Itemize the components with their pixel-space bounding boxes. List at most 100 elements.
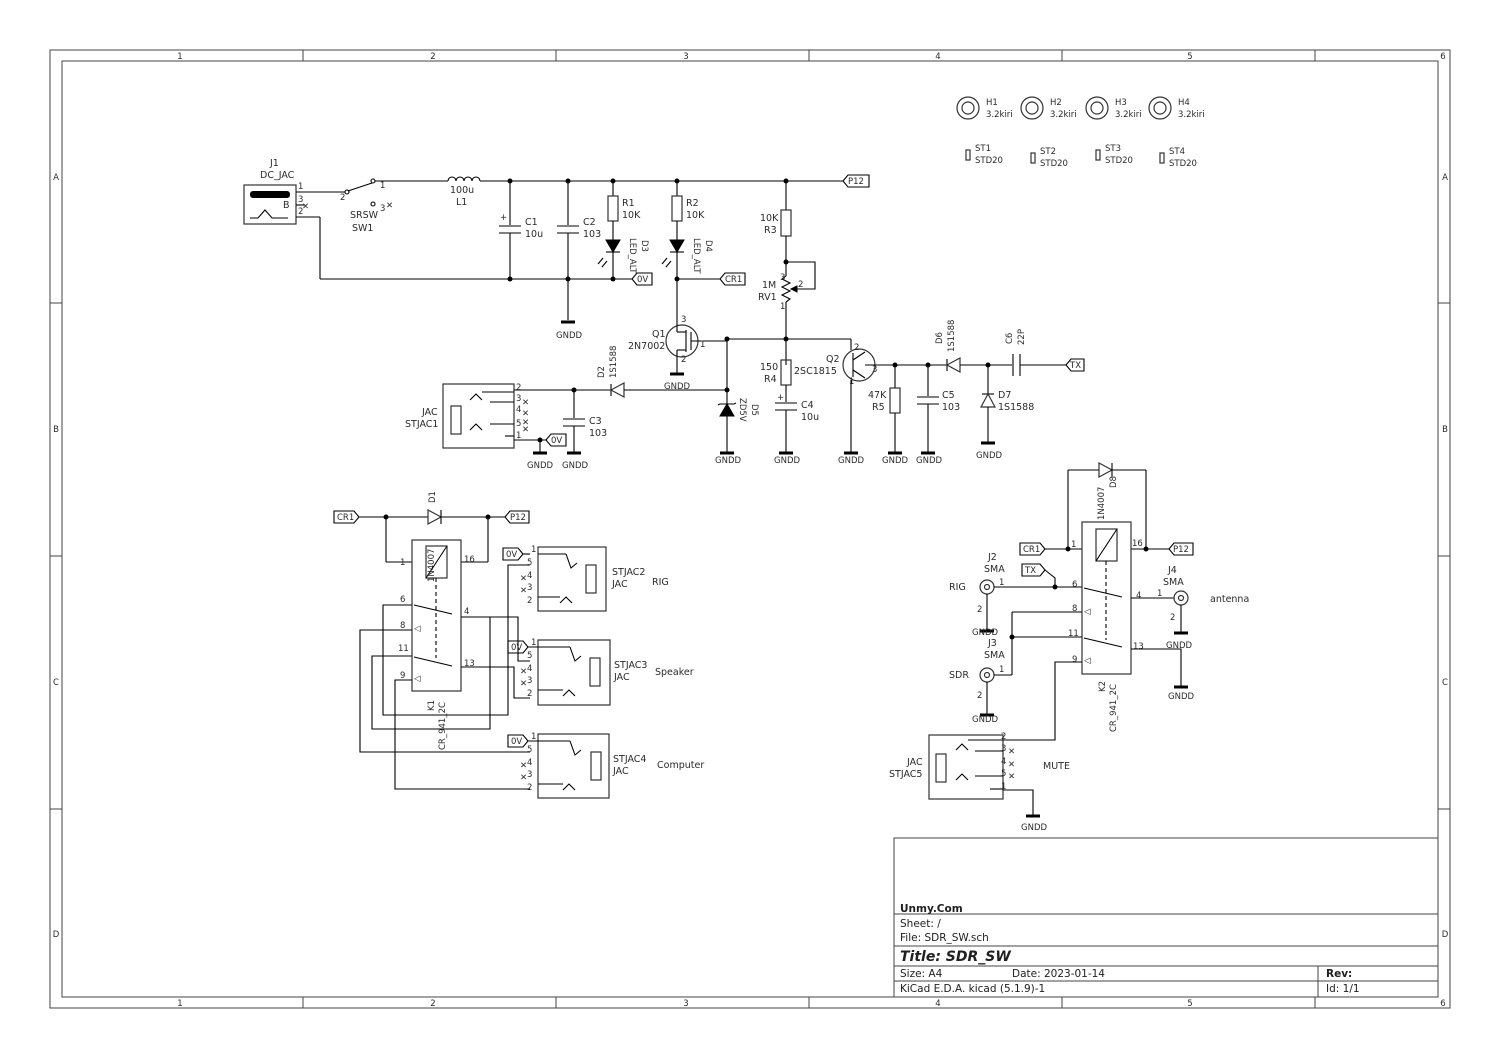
svg-text:4: 4 xyxy=(527,758,532,768)
svg-text:P12: P12 xyxy=(848,177,864,187)
svg-text:2: 2 xyxy=(977,605,982,615)
net-label-0v-top: 0V xyxy=(631,272,653,286)
svg-text:1: 1 xyxy=(780,302,785,312)
inductor-l1: 100u L1 xyxy=(447,176,481,208)
svg-text:1: 1 xyxy=(1157,589,1162,599)
svg-text:STD20: STD20 xyxy=(975,156,1003,166)
svg-text:GNDD: GNDD xyxy=(562,461,588,471)
svg-text:1: 1 xyxy=(1001,782,1006,792)
net-label-0v-stjac4: 0V xyxy=(507,734,529,748)
sheet-label: Sheet: / xyxy=(900,918,941,930)
svg-text:4: 4 xyxy=(1136,591,1141,601)
svg-text:100u: 100u xyxy=(450,185,474,196)
svg-text:Q2: Q2 xyxy=(826,354,840,365)
svg-text:GNDD: GNDD xyxy=(972,628,998,638)
svg-text:0V: 0V xyxy=(511,737,522,747)
svg-text:10K: 10K xyxy=(760,213,779,224)
net-label-cr1-k1: CR1 xyxy=(333,510,360,524)
hole-h3: H33.2kiri xyxy=(1085,96,1142,120)
svg-text:4: 4 xyxy=(516,405,521,415)
capacitor-c3: C3 103 GNDD xyxy=(562,387,607,471)
svg-text:SDR: SDR xyxy=(949,670,969,681)
svg-text:2: 2 xyxy=(516,383,521,393)
net-label-0v-stjac3: 0V xyxy=(507,640,529,654)
svg-text:D6: D6 xyxy=(935,332,945,344)
svg-text:1: 1 xyxy=(516,431,521,441)
date-label: Date: 2023-01-14 xyxy=(1012,968,1105,980)
svg-text:2: 2 xyxy=(798,280,803,290)
capacitor-c5: C5 103 GNDD xyxy=(916,365,960,466)
svg-text:GNDD: GNDD xyxy=(976,451,1002,461)
svg-text:3: 3 xyxy=(380,204,385,214)
svg-text:STJAC5: STJAC5 xyxy=(889,769,922,780)
resistor-r1: R1 10K xyxy=(607,178,641,240)
net-label-p12-k1: P12 xyxy=(504,510,530,524)
svg-text:GNDD: GNDD xyxy=(1021,823,1047,833)
svg-text:RIG: RIG xyxy=(652,577,669,588)
svg-text:4: 4 xyxy=(527,571,532,581)
svg-text:1: 1 xyxy=(849,377,854,387)
svg-text:3: 3 xyxy=(527,583,532,593)
svg-text:+: + xyxy=(777,393,784,403)
svg-text:ST3: ST3 xyxy=(1105,144,1121,154)
sma-connector-j4: J4 SMA antenna 12 GNDD xyxy=(1131,565,1249,651)
svg-text:antenna: antenna xyxy=(1210,594,1249,605)
svg-text:ZD5V: ZD5V xyxy=(737,398,747,422)
net-label-0v-stjac2: 0V xyxy=(502,547,524,561)
svg-text:D7: D7 xyxy=(998,390,1011,401)
svg-text:H2: H2 xyxy=(1050,98,1062,108)
row-label-b-right: B xyxy=(1442,425,1448,435)
size-label: Size: A4 xyxy=(900,968,943,980)
svg-text:1M: 1M xyxy=(762,280,776,291)
svg-text:D4: D4 xyxy=(703,240,713,252)
svg-text:ST1: ST1 xyxy=(975,144,991,154)
svg-text:C4: C4 xyxy=(801,400,814,411)
svg-text:STJAC4: STJAC4 xyxy=(613,754,646,765)
svg-text:2: 2 xyxy=(1001,732,1006,742)
svg-text:2: 2 xyxy=(681,355,686,365)
svg-text:✕: ✕ xyxy=(386,201,393,211)
capacitor-c4: + C4 10u GNDD xyxy=(774,393,819,466)
svg-text:13: 13 xyxy=(464,659,475,669)
id-label: Id: 1/1 xyxy=(1326,983,1360,995)
svg-text:TX: TX xyxy=(1024,566,1036,576)
svg-text:1: 1 xyxy=(700,340,705,350)
col-label-1-bottom: 1 xyxy=(177,999,182,1009)
svg-text:STJAC1: STJAC1 xyxy=(405,419,438,430)
svg-text:D1: D1 xyxy=(428,491,438,503)
svg-text:Q1: Q1 xyxy=(652,329,666,340)
svg-text:1S1588: 1S1588 xyxy=(609,346,619,378)
svg-text:D8: D8 xyxy=(1109,476,1119,488)
svg-text:2: 2 xyxy=(527,689,532,699)
svg-text:✕: ✕ xyxy=(520,761,527,771)
svg-text:2: 2 xyxy=(527,783,532,793)
col-label-1: 1 xyxy=(177,52,182,62)
svg-text:MUTE: MUTE xyxy=(1043,761,1070,772)
svg-text:1S1588: 1S1588 xyxy=(998,402,1034,413)
net-label-cr1-top: CR1 xyxy=(719,272,746,286)
svg-text:2N7002: 2N7002 xyxy=(628,341,665,352)
svg-text:GNDD: GNDD xyxy=(1168,692,1194,702)
svg-text:1N4007: 1N4007 xyxy=(427,549,437,582)
svg-text:1: 1 xyxy=(298,182,303,192)
svg-text:STJAC2: STJAC2 xyxy=(612,567,645,578)
resistor-r3: 10K R3 xyxy=(760,178,792,276)
svg-text:JAC: JAC xyxy=(612,766,629,777)
diode-d2: D2 1S1588 xyxy=(597,346,727,399)
sma-connector-j3: J3 SMA SDR 12 GNDD xyxy=(949,611,1082,725)
svg-text:✕: ✕ xyxy=(522,398,529,408)
transistor-q2: Q2 231 GNDD xyxy=(826,343,895,466)
svg-text:9: 9 xyxy=(400,671,405,681)
col-label-3-bottom: 3 xyxy=(683,999,688,1009)
resistor-r2: R2 10K xyxy=(671,178,705,240)
svg-text:GNDD: GNDD xyxy=(882,456,908,466)
svg-text:4: 4 xyxy=(1001,757,1006,767)
svg-text:+: + xyxy=(500,213,507,223)
svg-text:SMA: SMA xyxy=(984,564,1005,575)
svg-text:LED_ALT: LED_ALT xyxy=(627,238,637,274)
svg-text:1: 1 xyxy=(1071,540,1076,550)
svg-text:R4: R4 xyxy=(764,374,777,385)
net-label-tx-out: TX xyxy=(1065,358,1085,372)
